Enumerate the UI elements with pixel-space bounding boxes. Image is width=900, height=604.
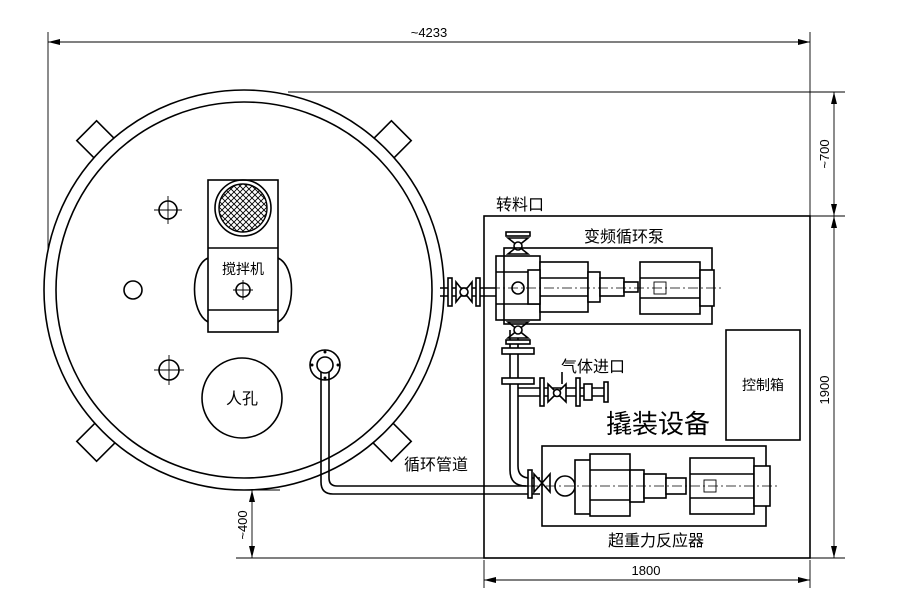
dim-right-offset: ~700 [288, 91, 845, 216]
dim-bottom-left-offset-text: ~400 [235, 510, 250, 539]
control-box-label: 控制箱 [742, 378, 784, 394]
dim-bottom-width: 1800 [483, 560, 811, 588]
manhole-label: 人孔 [226, 389, 258, 408]
skid-equipment-label: 撬装设备 [606, 410, 710, 440]
hypergravity-reactor-label: 超重力反应器 [608, 531, 704, 550]
vfd-pump-label: 变频循环泵 [584, 227, 664, 246]
circulation-pipe-label: 循环管道 [404, 455, 468, 474]
vfd-pump: 变频循环泵 [490, 227, 722, 325]
tank-nozzles [123, 196, 184, 385]
control-box: 控制箱 [725, 329, 801, 441]
dim-top-width: ~4233 [47, 25, 811, 260]
gas-inlet-line: 气体进口 [518, 357, 625, 407]
tank-outlet-line [440, 277, 498, 307]
dim-top-width-text: ~4233 [411, 25, 448, 40]
manhole: 人孔 [201, 357, 283, 439]
mixer: 搅拌机 [193, 179, 293, 333]
circulation-nozzle [309, 349, 341, 381]
tank-inner-shell [55, 101, 433, 479]
transfer-port-label: 转料口 [496, 195, 544, 214]
gas-inlet-label: 气体进口 [561, 357, 625, 376]
skid-frame [483, 215, 811, 559]
dim-right-height-text: 1900 [817, 376, 832, 405]
hypergravity-reactor: 超重力反应器 [527, 445, 780, 550]
mixer-motor-fan [218, 183, 268, 233]
dim-right-offset-text: ~700 [817, 139, 832, 168]
mixer-label: 搅拌机 [222, 262, 264, 278]
dim-bottom-left-offset: ~400 [235, 489, 490, 559]
dim-bottom-width-text: 1800 [632, 563, 661, 578]
